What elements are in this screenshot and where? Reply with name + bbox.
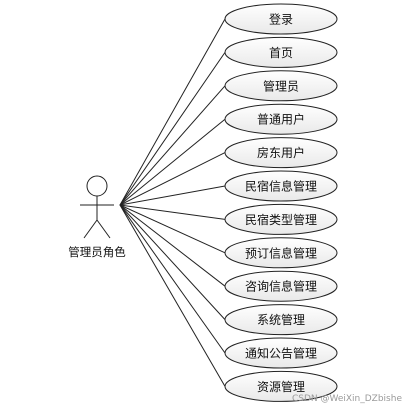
use-case-ellipse [224,370,338,402]
use-case: 通知公告管理 [224,337,338,369]
use-case: 民宿类型管理 [224,203,338,235]
association-line [119,185,226,206]
use-case-ellipse [224,304,338,336]
use-case: 房东用户 [224,137,338,169]
association-line [119,204,226,287]
use-case: 预订信息管理 [224,237,338,269]
actor-label: 管理员角色 [68,245,126,259]
use-case-ellipse [224,270,338,302]
use-case-ellipse [224,3,338,35]
use-case: 咨询信息管理 [224,270,338,302]
association-line [119,85,226,206]
use-case-label: 资源管理 [257,379,305,394]
use-case-label: 登录 [269,12,293,27]
association-line [119,204,226,320]
use-case: 民宿信息管理 [224,170,338,202]
use-case-label: 通知公告管理 [245,346,317,361]
use-case-ellipse [224,237,338,269]
association-line [119,18,226,206]
use-case-ellipse [224,103,338,135]
association-line [119,152,226,206]
use-case-label: 系统管理 [257,312,305,327]
use-case-ellipse [224,137,338,169]
use-case-ellipse [224,203,338,235]
use-case-ellipse [224,36,338,68]
use-case-label: 普通用户 [257,112,305,127]
use-case-label: 预订信息管理 [245,245,317,260]
use-case-ellipse [224,170,338,202]
use-case-list: 登录首页管理员普通用户房东用户民宿信息管理民宿类型管理预订信息管理咨询信息管理系… [224,3,338,402]
use-case-label: 首页 [269,46,293,60]
actor-right-leg [96,219,111,239]
use-case: 首页 [224,36,338,68]
use-case: 登录 [224,3,338,35]
association-line [119,204,226,254]
watermark: CSDN @WeiXin_DZbishe [291,394,402,404]
association-line [119,204,226,220]
use-case: 系统管理 [224,304,338,336]
actor-left-leg [83,219,98,239]
association-line [119,204,226,387]
actor-head [86,175,108,197]
use-case: 管理员 [224,70,338,102]
use-case-label: 管理员 [263,78,299,93]
actor-figure: 管理员角色 [68,175,126,259]
association-line [119,204,226,354]
use-case-label: 民宿类型管理 [245,212,317,227]
use-case-label: 房东用户 [257,145,305,160]
use-case-label: 咨询信息管理 [245,279,317,294]
use-case-ellipse [224,70,338,102]
association-line [119,52,226,206]
association-lines [119,18,226,387]
use-case-ellipse [224,337,338,369]
use-case: 资源管理 [224,370,338,402]
use-case: 普通用户 [224,103,338,135]
use-case-label: 民宿信息管理 [245,179,317,194]
association-line [119,118,226,206]
